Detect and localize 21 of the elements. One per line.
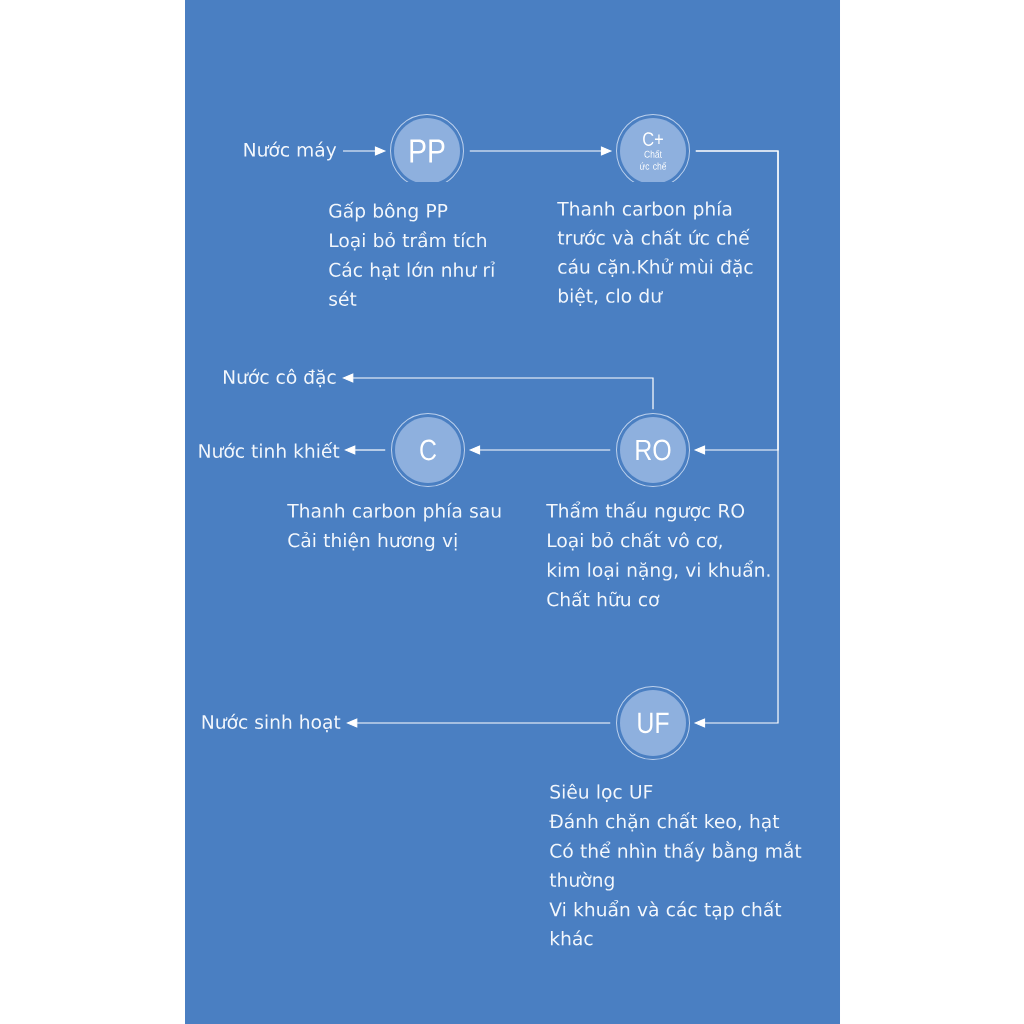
description-text: Loại bỏ trầm tích [330, 231, 486, 251]
arrow [342, 373, 654, 410]
description-text: Thanh carbon phía sau [287, 502, 501, 522]
description-text: Thanh carbon phía trước và chất ức chế cáu cặn.Khử mùi đặc biệt, clo dư [557, 200, 753, 306]
arrow [346, 718, 611, 728]
description-text: Các hạt lớn như rỉ sét [329, 261, 495, 306]
description-text: kim loại nặng, vi khuẩn. [547, 560, 770, 581]
arrow [344, 445, 386, 455]
description-text: Cải thiện hương vị [288, 532, 457, 551]
description-text: Gấp bông PP [329, 201, 448, 222]
description-text: Chất hữu cơ [547, 590, 660, 607]
description-text: Siêu lọc UF [550, 783, 653, 802]
description-text: Vi khuẩn và các tạp chất khác [549, 900, 782, 946]
flow-label: Nước cô đặc [224, 368, 336, 388]
flow-label: Nước máy [244, 141, 337, 161]
description-text: Loại bỏ chất vô cơ, [548, 531, 722, 551]
description-text: Thẩm thấu ngược RO [546, 501, 745, 522]
flow-label: Nước sinh hoạt [202, 713, 341, 733]
flow-label: Nước tinh khiết [199, 442, 340, 459]
description-text: Có thể nhìn thấy bằng mắt thường [549, 841, 802, 891]
description-text: Đánh chặn chất keo, hạt [549, 812, 780, 832]
